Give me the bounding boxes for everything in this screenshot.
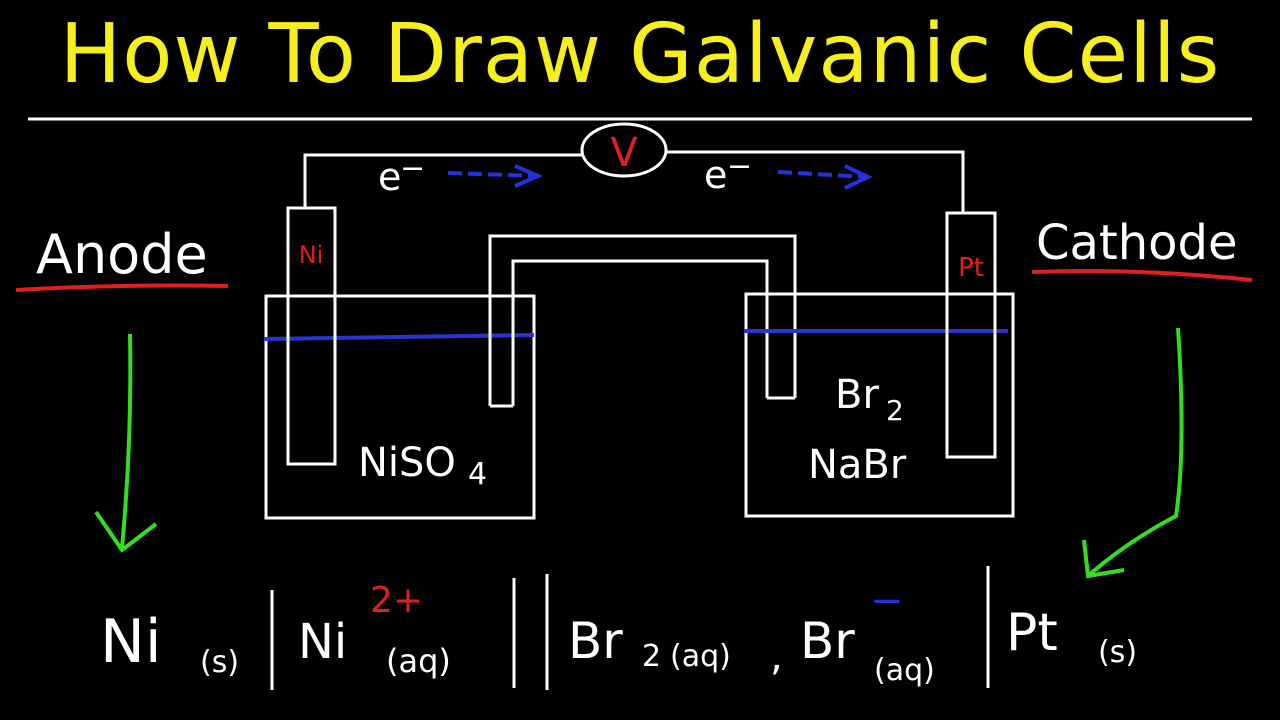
notation-anode-metal: Ni: [100, 607, 162, 677]
salt-bridge: [488, 234, 797, 406]
anode-pointer-arrow: [120, 333, 133, 549]
electron-label-right: e: [704, 153, 727, 197]
notation-cathode-metal: Pt: [1006, 603, 1058, 663]
voltmeter-label: V: [610, 130, 638, 176]
anode-solution-subscript: 4: [468, 457, 487, 492]
cathode-label: Cathode: [1036, 215, 1238, 271]
page-title: How To Draw Galvanic Cells: [59, 7, 1221, 102]
anode-beaker: [264, 294, 536, 520]
notation-cathode-species1-state: (aq): [670, 639, 731, 674]
notation-cathode-species1: Br: [568, 612, 623, 670]
electron-arrow-left-head: [514, 164, 544, 188]
cathode-electrode: [945, 211, 997, 459]
notation-cathode-species2: Br: [800, 612, 855, 670]
anode-solution-label: NiSO: [358, 440, 456, 486]
cathode-underline: [1031, 269, 1253, 282]
notation-anode-ion-charge: 2+: [370, 580, 423, 621]
cathode-solution-line1: Br: [835, 372, 879, 418]
electron-arrow-right-head: [844, 164, 873, 190]
cathode-electrode-label: Pt: [958, 253, 984, 283]
anode-solution-level: [263, 333, 535, 341]
cathode-beaker: [744, 292, 1015, 518]
cathode-solution-line2: NaBr: [808, 442, 907, 488]
electron-arrow-right: [777, 170, 869, 179]
electron-charge-left: −: [400, 151, 425, 186]
cell-notation: Ni (s) Ni 2+ (aq) Br 2 (aq) , Br − (aq) …: [100, 566, 1137, 690]
notation-cathode-species2-charge: −: [870, 578, 904, 624]
external-wire-right: [666, 150, 965, 213]
voltmeter: [580, 122, 668, 178]
anode-electrode: [286, 206, 337, 466]
external-wire: [303, 153, 582, 208]
notation-cathode-state: (s): [1098, 635, 1137, 670]
cathode-pointer-arrowhead: [1082, 539, 1125, 579]
notation-anode-state: (s): [200, 645, 239, 680]
notation-cathode-species2-state: (aq): [874, 653, 935, 688]
anode-pointer-arrowhead: [94, 510, 158, 553]
anode-electrode-label: Ni: [299, 241, 324, 269]
salt-bridge-inner: [511, 259, 769, 406]
anode-label: Anode: [36, 223, 208, 286]
notation-comma: ,: [770, 634, 783, 680]
electron-charge-right: −: [727, 149, 752, 184]
electron-label-left: e: [378, 155, 401, 199]
anode-underline: [15, 283, 229, 292]
cathode-pointer-arrow: [1088, 327, 1184, 576]
notation-anode-ion-state: (aq): [386, 642, 451, 680]
electron-arrow-left: [447, 171, 539, 178]
cathode-solution-line1-subscript: 2: [886, 394, 904, 427]
notation-cathode-species1-sub: 2: [642, 639, 661, 674]
notation-anode-ion: Ni: [298, 614, 347, 670]
